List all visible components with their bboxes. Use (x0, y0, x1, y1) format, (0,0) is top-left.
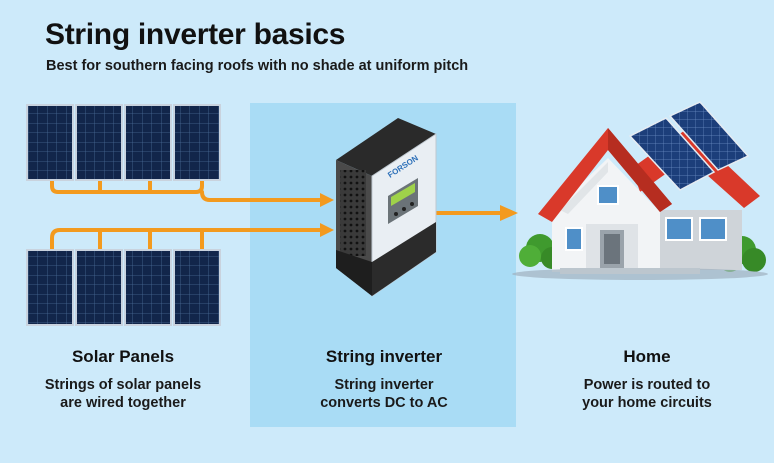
page-title: String inverter basics (45, 18, 346, 51)
window (665, 217, 693, 241)
solar-panels-heading: Solar Panels (71, 347, 175, 366)
solar-panel-string-bottom (26, 249, 221, 326)
description-line: your home circuits (582, 395, 712, 411)
solar-panel (124, 249, 172, 326)
solar-panel (173, 249, 221, 326)
window (565, 227, 583, 251)
description-line: are wired together (60, 395, 186, 411)
arrow-head-top (320, 193, 334, 207)
solar-panels-description: Strings of solar panels are wired togeth… (3, 376, 243, 412)
description-line: String inverter (334, 377, 434, 393)
solar-panel-string-top (26, 104, 221, 181)
home-description: Power is routed to your home circuits (527, 376, 767, 412)
house-illustration (512, 101, 768, 280)
string-inverter-heading: String inverter (325, 347, 443, 366)
description-line: converts DC to AC (320, 395, 448, 411)
solar-panel (75, 249, 123, 326)
arrow-head-bottom (320, 223, 334, 237)
solar-panel (124, 104, 172, 181)
solar-panel (26, 104, 74, 181)
solar-panel (173, 104, 221, 181)
roof-solar-panel (668, 101, 750, 171)
string-inverter-device: FORSON (336, 118, 437, 297)
window (699, 217, 727, 241)
string-inverter-description: String inverter converts DC to AC (264, 376, 504, 412)
home-heading: Home (623, 347, 671, 366)
solar-panel (26, 249, 74, 326)
solar-panel (75, 104, 123, 181)
window (597, 185, 619, 205)
roof-solar-panel (628, 117, 716, 191)
description-line: Strings of solar panels (44, 377, 202, 393)
description-line: Power is routed to (583, 377, 711, 393)
arrow-head-ac (500, 205, 518, 221)
page-subtitle: Best for southern facing roofs with no s… (46, 58, 469, 74)
